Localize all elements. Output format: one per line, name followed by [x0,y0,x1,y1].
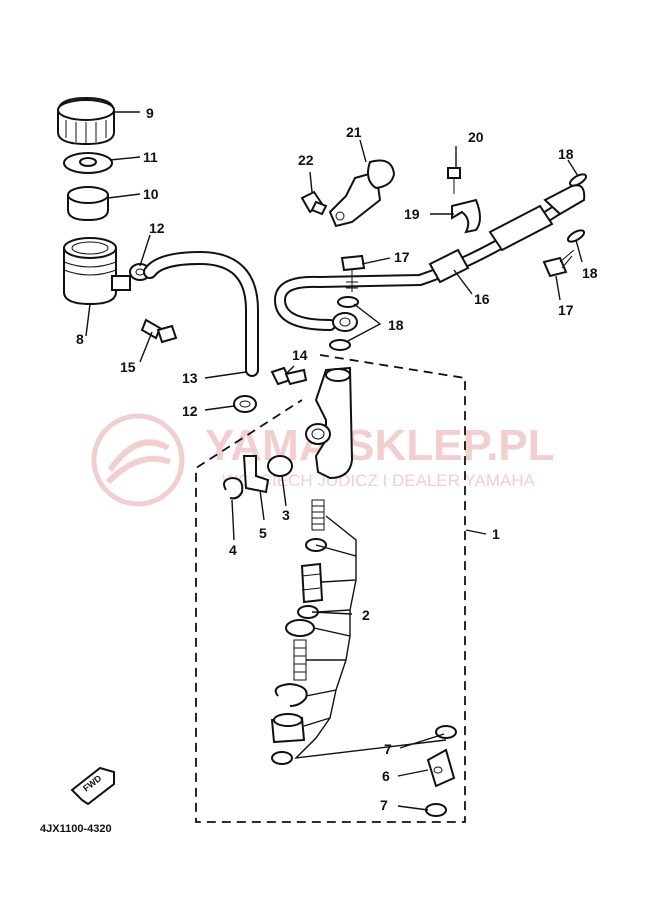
callout-2: 2 [362,607,370,623]
diaphragm-plate [63,152,113,174]
callout-15: 15 [120,359,136,375]
cylinder-kit [270,499,327,765]
callout-19: 19 [404,206,420,222]
hose-guide-bracket [328,159,396,228]
hose-clip [451,198,481,234]
callout-6: 6 [382,768,390,784]
watermark-brand: YAMA-SKLEP.PL [205,421,555,470]
callout-4: 4 [229,542,237,558]
callout-14: 14 [292,347,308,363]
callout-12-lower: 12 [182,403,198,419]
assembly-boundary [195,354,466,823]
o-ring [267,455,293,477]
reservoir-screw [140,318,178,344]
callout-8: 8 [76,331,84,347]
watermark-logo-mark [105,439,172,485]
circlip-upper [223,476,244,500]
callout-18-center: 18 [388,317,404,333]
callout-5: 5 [259,525,267,541]
callout-1: 1 [492,526,500,542]
callout-13: 13 [182,370,198,386]
leader-lines [85,111,583,811]
callout-20: 20 [468,129,484,145]
watermark: YAMA-SKLEP.PL WOJCIECH JUDICZ I DEALER Y… [91,413,555,507]
callout-17-left: 17 [394,249,410,265]
watermark-tagline: WOJCIECH JUDICZ I DEALER YAMAHA [222,471,536,490]
callout-18-right: 18 [582,265,598,281]
reservoir-hose [143,250,259,377]
callout-10: 10 [143,186,159,202]
callout-9: 9 [146,105,154,121]
union-bolts [340,249,575,292]
callout-17-right: 17 [558,302,574,318]
clip-screw [447,167,461,194]
reservoir-cap [57,96,115,146]
callout-11: 11 [143,149,158,165]
callout-18-top: 18 [558,146,574,162]
callout-3: 3 [282,507,290,523]
diagram-code: 4JX1100-4320 [40,823,112,835]
fwd-arrow: FWD [70,766,115,806]
push-rod-clevis [425,725,457,817]
watermark-logo-ring [91,413,185,507]
master-cylinder-body [305,366,354,480]
reservoir-tank [63,237,131,306]
callout-labels: 9 11 10 12 8 15 13 12 22 21 20 19 18 18 … [76,105,598,813]
hose-joint [242,455,270,494]
copper-washers [329,173,588,351]
callout-7-upper: 7 [384,741,392,757]
callout-7-lower: 7 [380,797,388,813]
body-bolt [270,366,308,386]
brake-hose [273,184,586,332]
callout-12-upper: 12 [149,220,165,236]
bracket-bolt [300,190,328,216]
diaphragm [67,186,109,222]
hose-clamp-lower [233,395,257,413]
callout-21: 21 [346,124,362,140]
callout-16: 16 [474,291,490,307]
callout-22: 22 [298,152,314,168]
